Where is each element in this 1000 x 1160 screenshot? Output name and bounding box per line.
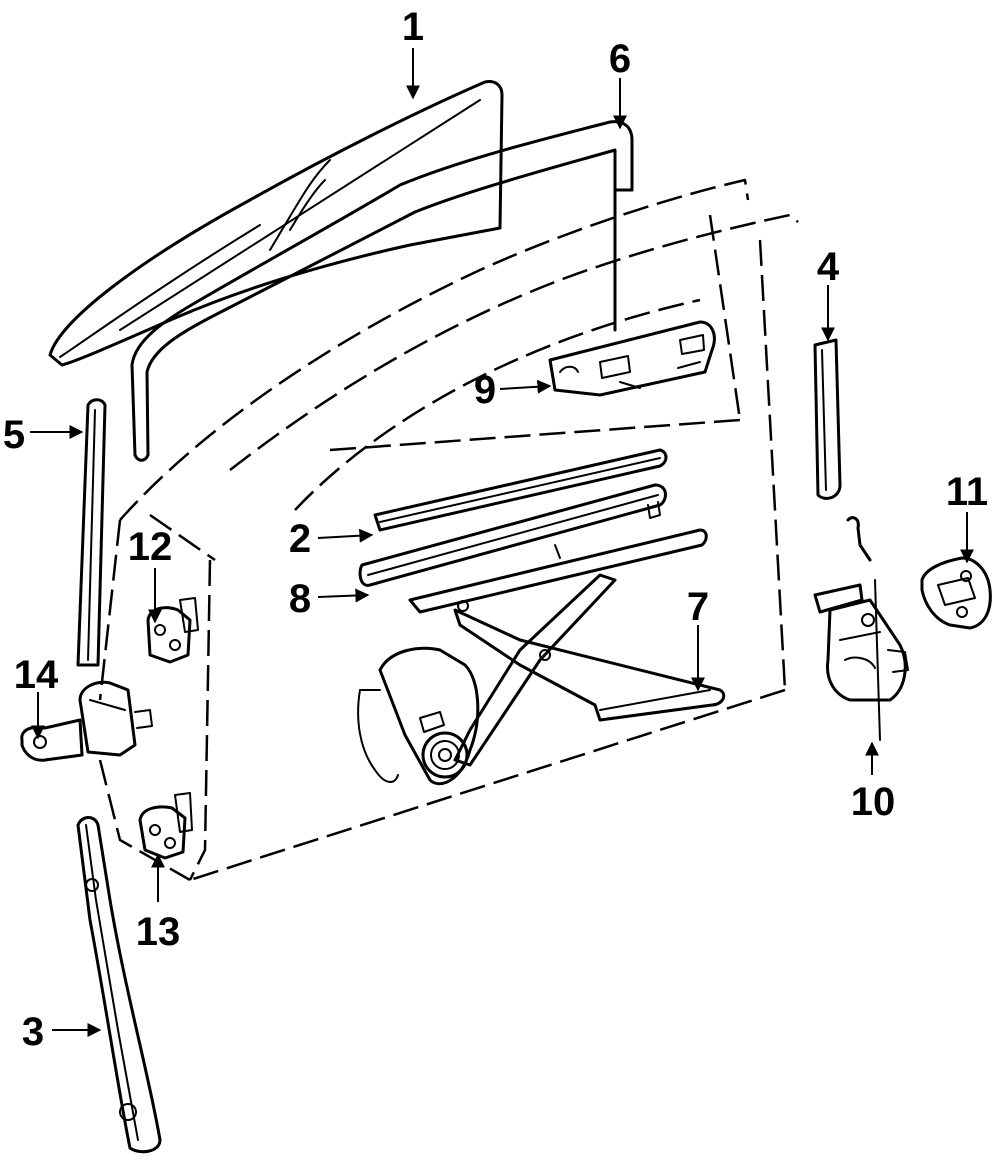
glass-channel: [373, 448, 668, 532]
lower-hinge: [138, 792, 193, 860]
callout-9: 9: [474, 368, 496, 412]
regulator-motor: [548, 320, 716, 397]
callout-labels: 1 2 3 4 5 6 7 8 9 10 11 12 13 14: [3, 5, 988, 1054]
door-glass: [48, 80, 504, 367]
rear-run-channel: [813, 338, 842, 500]
lower-sash-channel: [358, 483, 667, 587]
callout-7: 7: [687, 585, 709, 629]
callout-8: 8: [289, 577, 311, 621]
window-regulator: [357, 528, 726, 786]
callout-14: 14: [14, 653, 59, 697]
callout-1: 1: [402, 5, 424, 49]
glass-run-channel: [130, 120, 634, 462]
callout-5: 5: [3, 413, 25, 457]
callout-12: 12: [128, 525, 173, 569]
rear-lower-channel: [76, 816, 162, 1154]
callout-4: 4: [817, 245, 840, 289]
callout-2: 2: [289, 517, 311, 561]
callout-6: 6: [609, 37, 631, 81]
front-lower-run: [76, 398, 107, 667]
callout-10: 10: [851, 780, 896, 824]
callout-3: 3: [22, 1010, 44, 1054]
callout-13: 13: [136, 910, 181, 954]
door-striker: [920, 556, 992, 630]
door-lock: [813, 516, 909, 741]
door-check: [20, 680, 153, 762]
callout-11: 11: [946, 470, 988, 514]
callout-leaders: [30, 48, 974, 1037]
door-shell-outline: [98, 178, 799, 882]
